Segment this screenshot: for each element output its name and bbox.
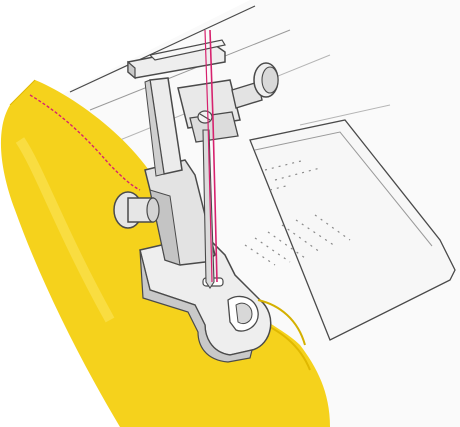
needle-clamp xyxy=(177,62,279,143)
fabric-edge xyxy=(257,299,306,346)
needle-plate xyxy=(244,119,456,341)
stitch-line xyxy=(29,94,141,191)
foot-screw xyxy=(113,191,160,229)
needle-clamp-top xyxy=(127,39,226,80)
presser-foot xyxy=(113,159,272,363)
thread xyxy=(204,29,218,283)
presser-bar xyxy=(144,77,183,177)
seam-guide-lines xyxy=(244,159,351,266)
